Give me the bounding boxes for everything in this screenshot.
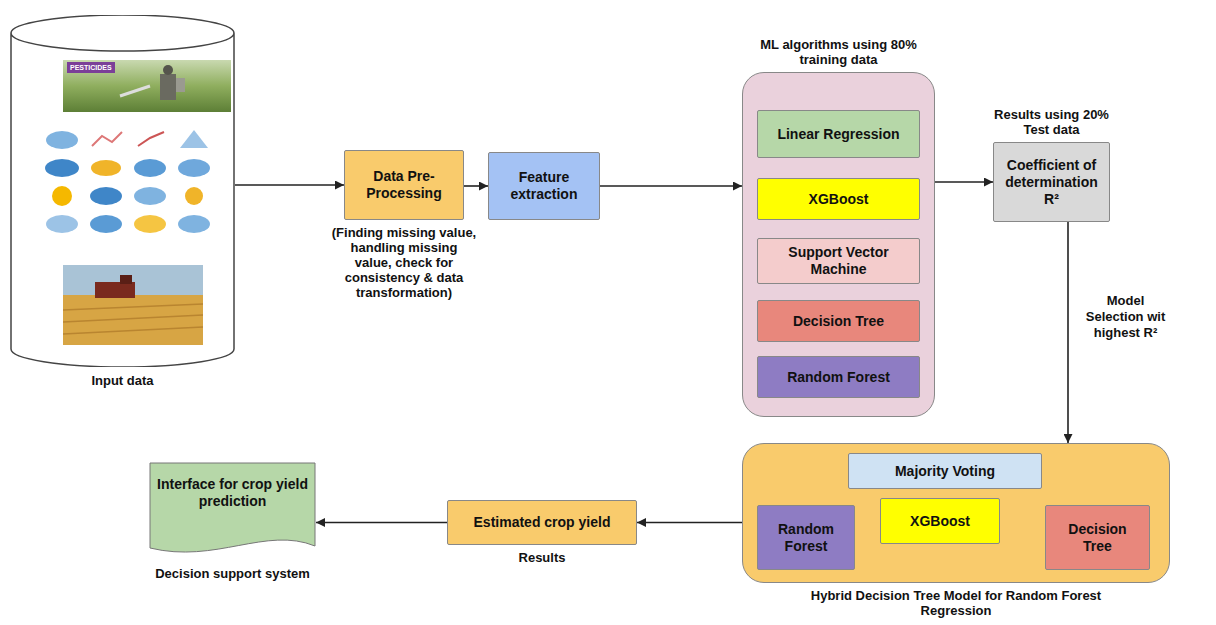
box-caption: Hybrid Decision Tree Model for Random Fo… — [796, 588, 1116, 618]
box-label: Interface for crop yield prediction — [155, 476, 310, 510]
algorithm-box: XGBoost — [757, 178, 920, 220]
algorithm-box: Decision Tree — [1045, 505, 1150, 570]
weather-icon — [134, 159, 166, 177]
arrow-connector — [316, 522, 447, 524]
weather-icon — [52, 186, 72, 206]
box-label: Coefficient of determination R² — [1000, 157, 1103, 208]
weather-icon — [134, 215, 166, 233]
farmer-head — [163, 65, 173, 75]
process-box: Data Pre-Processing(Finding missing valu… — [344, 150, 464, 220]
cylinder-outline — [10, 15, 235, 367]
box-caption: Results — [492, 550, 592, 565]
box-caption: Decision support system — [138, 566, 328, 581]
shape-outline — [150, 463, 315, 552]
box-label: Linear Regression — [777, 126, 899, 143]
model-panel: ML algorithms using 80% training dataLin… — [742, 72, 935, 417]
box-label: Feature extraction — [495, 169, 593, 203]
box-label: Estimated crop yield — [474, 514, 611, 531]
box-label: Random Forest — [787, 369, 890, 386]
weather-icon — [45, 159, 79, 177]
weather-icon — [46, 215, 78, 233]
result-box: Estimated crop yieldResults — [447, 500, 637, 545]
algorithm-box: XGBoost — [880, 498, 1000, 544]
weather-icon — [90, 215, 122, 233]
hybrid-panel: Hybrid Decision Tree Model for Random Fo… — [742, 443, 1170, 583]
box-label: Decision Tree — [793, 313, 884, 330]
weather-icon — [92, 132, 122, 146]
algorithm-box: Support Vector Machine — [757, 238, 920, 284]
pesticide-photo — [63, 60, 231, 112]
arrow-connector — [235, 184, 344, 186]
arrow-connector — [464, 185, 488, 187]
process-box: Feature extraction — [488, 152, 600, 220]
field-rows — [63, 304, 203, 334]
algorithm-box: Linear Regression — [757, 110, 920, 158]
weather-icon — [138, 132, 164, 146]
arrow-connector — [1067, 222, 1069, 443]
voting-box: Majority Voting — [848, 453, 1042, 489]
arrow-connector — [935, 181, 993, 183]
sprayer-tank — [176, 78, 185, 92]
harvester — [95, 282, 135, 298]
weather-icon — [90, 187, 122, 205]
box-label: Support Vector Machine — [764, 244, 913, 278]
algorithm-box: Random Forest — [757, 356, 920, 398]
database-cylinder: Input data — [10, 15, 235, 367]
box-label: Data Pre-Processing — [351, 168, 457, 202]
box-caption: ML algorithms using 80% training data — [739, 37, 939, 67]
box-label: Majority Voting — [895, 463, 995, 480]
box-caption: Input data — [63, 373, 183, 388]
harvester-cab — [120, 275, 132, 284]
box-label: Decision Tree — [1052, 521, 1143, 555]
farmer-figure — [160, 74, 176, 100]
edge-label: Model Selection wit highest R² — [1078, 293, 1173, 341]
weather-icon — [46, 131, 78, 149]
arrow-connector — [600, 185, 742, 187]
weather-icon — [180, 130, 208, 148]
box-caption: (Finding missing value, handling missing… — [332, 225, 477, 300]
shape-outline — [11, 15, 234, 367]
photo-tag: PESTICIDES — [67, 62, 115, 73]
field-crop — [63, 295, 203, 345]
arrow-connector — [637, 522, 742, 524]
document-box: Interface for crop yield predictionDecis… — [149, 462, 316, 560]
algorithm-box: Random Forest — [757, 505, 855, 570]
weather-icon — [185, 187, 203, 205]
box-label: XGBoost — [910, 513, 970, 530]
algorithm-box: Decision Tree — [757, 300, 920, 342]
weather-icon — [134, 187, 166, 205]
spray-mist — [120, 86, 150, 96]
box-caption: Results using 20% Test data — [984, 107, 1119, 137]
metric-box: Results using 20% Test dataCoefficient o… — [993, 142, 1110, 222]
box-label: XGBoost — [809, 191, 869, 208]
weather-icon — [91, 160, 121, 176]
weather-icon — [178, 159, 210, 177]
box-label: Random Forest — [764, 521, 848, 555]
weather-icon — [178, 215, 210, 233]
